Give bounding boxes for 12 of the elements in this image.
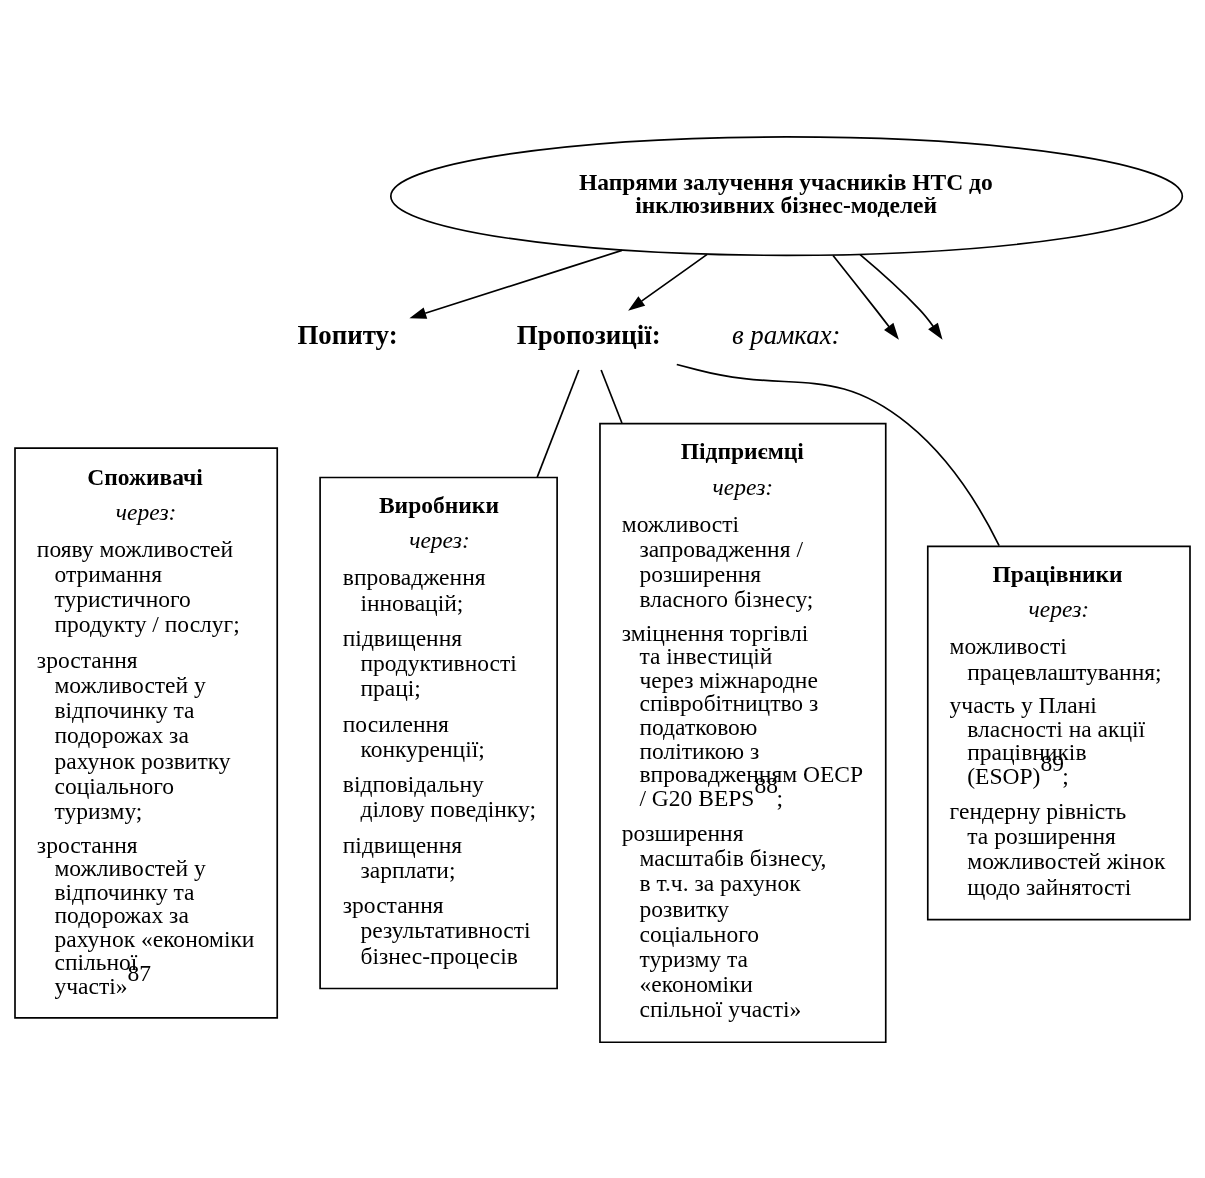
arrow — [409, 249, 623, 319]
node-text: Пропозиції: — [516, 319, 661, 350]
node-text: Попиту: — [297, 319, 398, 350]
connector — [536, 368, 580, 478]
arrow — [628, 253, 708, 311]
arrow — [859, 253, 943, 340]
label: в рамках: — [731, 319, 841, 350]
node-box: Виробники через: впровадження інновацій; підвищення продуктивності праці; посилення конкуренції; відповідальну ділову поведінку; підвищення зарплати; зростання результативності бізнес-процесів — [319, 476, 558, 989]
connector — [675, 363, 1000, 546]
arrow — [832, 254, 899, 340]
node-ellipse: Напрями залучення учасників НТС до інклюзивних бізнес-моделей — [390, 135, 1184, 256]
connector — [600, 368, 623, 424]
